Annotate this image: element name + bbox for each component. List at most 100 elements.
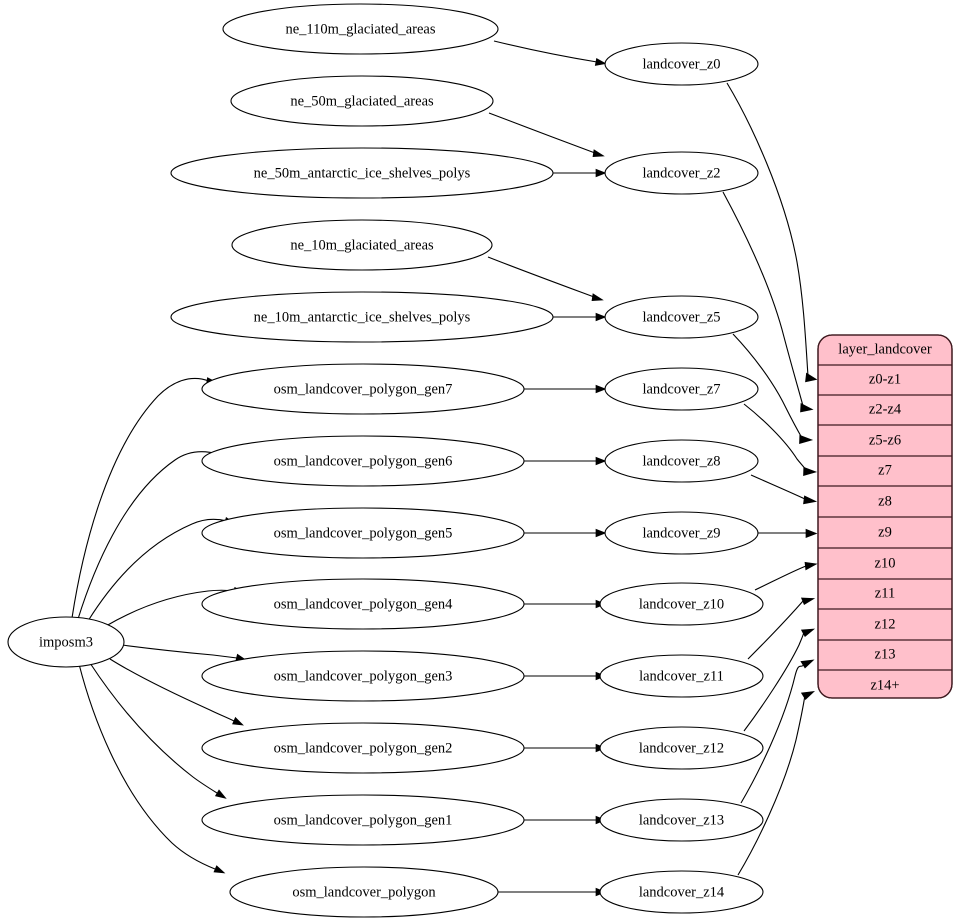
node-osm_landcover_polygon_gen1[interactable]: osm_landcover_polygon_gen1 [201,794,525,846]
edge-gen3-to-z11 [524,671,607,681]
node-osm_landcover_polygon[interactable]: osm_landcover_polygon [229,866,499,918]
edge-z7-to-row-z7 [743,403,818,476]
node-label: landcover_z5 [642,309,720,325]
record-row-label: z10 [875,555,896,571]
node-landcover_z14[interactable]: landcover_z14 [599,870,764,914]
node-osm_landcover_polygon_gen3[interactable]: osm_landcover_polygon_gen3 [201,650,525,702]
node-label: ne_50m_glaciated_areas [290,93,434,109]
record-row-z0-z1[interactable]: z0-z1 [869,371,901,387]
record-header-label: layer_landcover [838,341,932,357]
record-row-label: z9 [878,524,892,540]
record-row-z10[interactable]: z10 [875,555,896,571]
node-label: imposm3 [39,634,93,650]
node-ne_50m_antarctic_ice_shelves_polys[interactable]: ne_50m_antarctic_ice_shelves_polys [170,147,554,199]
node-layer_landcover-record[interactable]: layer_landcover z0-z1 z2-z4 z5-z6 z7 z8 … [817,334,953,699]
record-header-layer_landcover[interactable]: layer_landcover [838,341,932,357]
node-label: landcover_z9 [642,525,720,541]
natural-earth-nodes-layer: ne_110m_glaciated_areas ne_50m_glaciated… [170,3,554,343]
node-label: ne_50m_antarctic_ice_shelves_polys [254,165,471,181]
node-label: osm_landcover_polygon_gen6 [274,453,453,469]
node-osm_landcover_polygon_gen4[interactable]: osm_landcover_polygon_gen4 [201,578,525,630]
node-landcover_z5[interactable]: landcover_z5 [604,295,759,339]
node-landcover_z13[interactable]: landcover_z13 [599,798,764,842]
node-label: osm_landcover_polygon [292,884,436,900]
record-row-label: z5-z6 [869,432,901,448]
node-label: ne_10m_antarctic_ice_shelves_polys [254,309,471,325]
edge-imposm3-to-gen3 [121,644,248,662]
node-label: landcover_z11 [639,668,724,684]
record-row-label: z2-z4 [869,401,902,417]
record-row-label: z8 [878,493,892,509]
record-row-label: z0-z1 [869,371,901,387]
record-row-label: z12 [875,616,896,632]
node-ne_50m_glaciated_areas[interactable]: ne_50m_glaciated_areas [230,75,494,127]
edge-imposm3-to-gen1 [89,662,227,799]
node-landcover_z0[interactable]: landcover_z0 [604,42,759,86]
node-ne_110m_glaciated_areas[interactable]: ne_110m_glaciated_areas [222,3,499,55]
node-landcover_z7[interactable]: landcover_z7 [604,367,759,411]
node-label: osm_landcover_polygon_gen5 [274,525,453,541]
node-label: osm_landcover_polygon_gen2 [274,740,453,756]
edge-z14-to-row-z14plus [737,691,816,876]
edge-z5-to-row-z5z6 [732,333,814,444]
edge-gen5-to-z9 [524,528,607,538]
edge-ne10m-glaciated-to-z5 [487,256,604,301]
node-label: landcover_z14 [639,884,725,900]
node-ne_10m_glaciated_areas[interactable]: ne_10m_glaciated_areas [231,219,493,271]
node-landcover_z8[interactable]: landcover_z8 [604,439,759,483]
node-label: landcover_z10 [639,596,724,612]
node-label: landcover_z0 [642,56,720,72]
edge-ne10m-antarctic-to-z5 [553,312,607,322]
node-osm_landcover_polygon_gen5[interactable]: osm_landcover_polygon_gen5 [201,507,525,559]
landcover-nodes-layer: landcover_z0 landcover_z2 landcover_z5 l… [599,42,764,914]
edge-z10-to-row-z10 [754,561,818,591]
node-label: landcover_z8 [642,453,720,469]
record-row-z14plus[interactable]: z14+ [870,677,899,693]
node-landcover_z2[interactable]: landcover_z2 [604,151,759,195]
node-osm_landcover_polygon_gen7[interactable]: osm_landcover_polygon_gen7 [201,363,525,415]
edge-imposm3-to-polygon [78,663,226,874]
edge-ne50m-antarctic-to-z2 [553,168,607,178]
node-label: osm_landcover_polygon_gen3 [274,668,453,684]
edge-gen7-to-z7 [524,384,607,394]
edge-ne50m-glaciated-to-z2 [488,112,605,157]
record-row-label: z13 [875,646,896,662]
node-label: landcover_z2 [642,165,720,181]
edges-layer [71,40,818,897]
node-label: osm_landcover_polygon_gen4 [274,596,454,612]
edge-z8-to-row-z8 [750,474,818,505]
node-landcover_z12[interactable]: landcover_z12 [599,726,764,770]
node-label: osm_landcover_polygon_gen1 [274,812,453,828]
node-landcover_z11[interactable]: landcover_z11 [599,654,764,698]
record-row-z11[interactable]: z11 [875,585,895,601]
osm-nodes-layer: osm_landcover_polygon_gen7 osm_landcover… [201,363,525,918]
edge-polygon-to-z14 [498,887,607,897]
edge-gen4-to-z10 [524,599,607,609]
edge-z9-to-row-z9 [758,528,818,539]
record-row-z5-z6[interactable]: z5-z6 [869,432,901,448]
edge-z13-to-row-z13 [740,659,815,804]
node-landcover_z9[interactable]: landcover_z9 [604,511,759,555]
node-ne_10m_antarctic_ice_shelves_polys[interactable]: ne_10m_antarctic_ice_shelves_polys [170,291,554,343]
edge-gen2-to-z12 [524,743,607,753]
edge-gen1-to-z13 [524,815,607,825]
node-label: ne_110m_glaciated_areas [285,21,435,37]
node-osm_landcover_polygon_gen6[interactable]: osm_landcover_polygon_gen6 [201,435,525,487]
record-row-z9[interactable]: z9 [878,524,892,540]
record-row-z7[interactable]: z7 [878,462,892,478]
record-row-z2-z4[interactable]: z2-z4 [869,401,902,417]
record-row-z8[interactable]: z8 [878,493,892,509]
record-row-z13[interactable]: z13 [875,646,896,662]
record-row-label: z7 [878,462,892,478]
node-osm_landcover_polygon_gen2[interactable]: osm_landcover_polygon_gen2 [201,722,525,774]
node-label: landcover_z12 [639,740,724,756]
edge-imposm3-to-gen7 [71,377,218,619]
node-label: ne_10m_glaciated_areas [290,237,434,253]
edge-z12-to-row-z12 [743,628,816,732]
node-imposm3[interactable]: imposm3 [7,616,125,668]
record-row-z12[interactable]: z12 [875,616,896,632]
node-label: landcover_z13 [639,812,724,828]
edge-z11-to-row-z11 [747,597,816,660]
node-landcover_z10[interactable]: landcover_z10 [599,582,764,626]
